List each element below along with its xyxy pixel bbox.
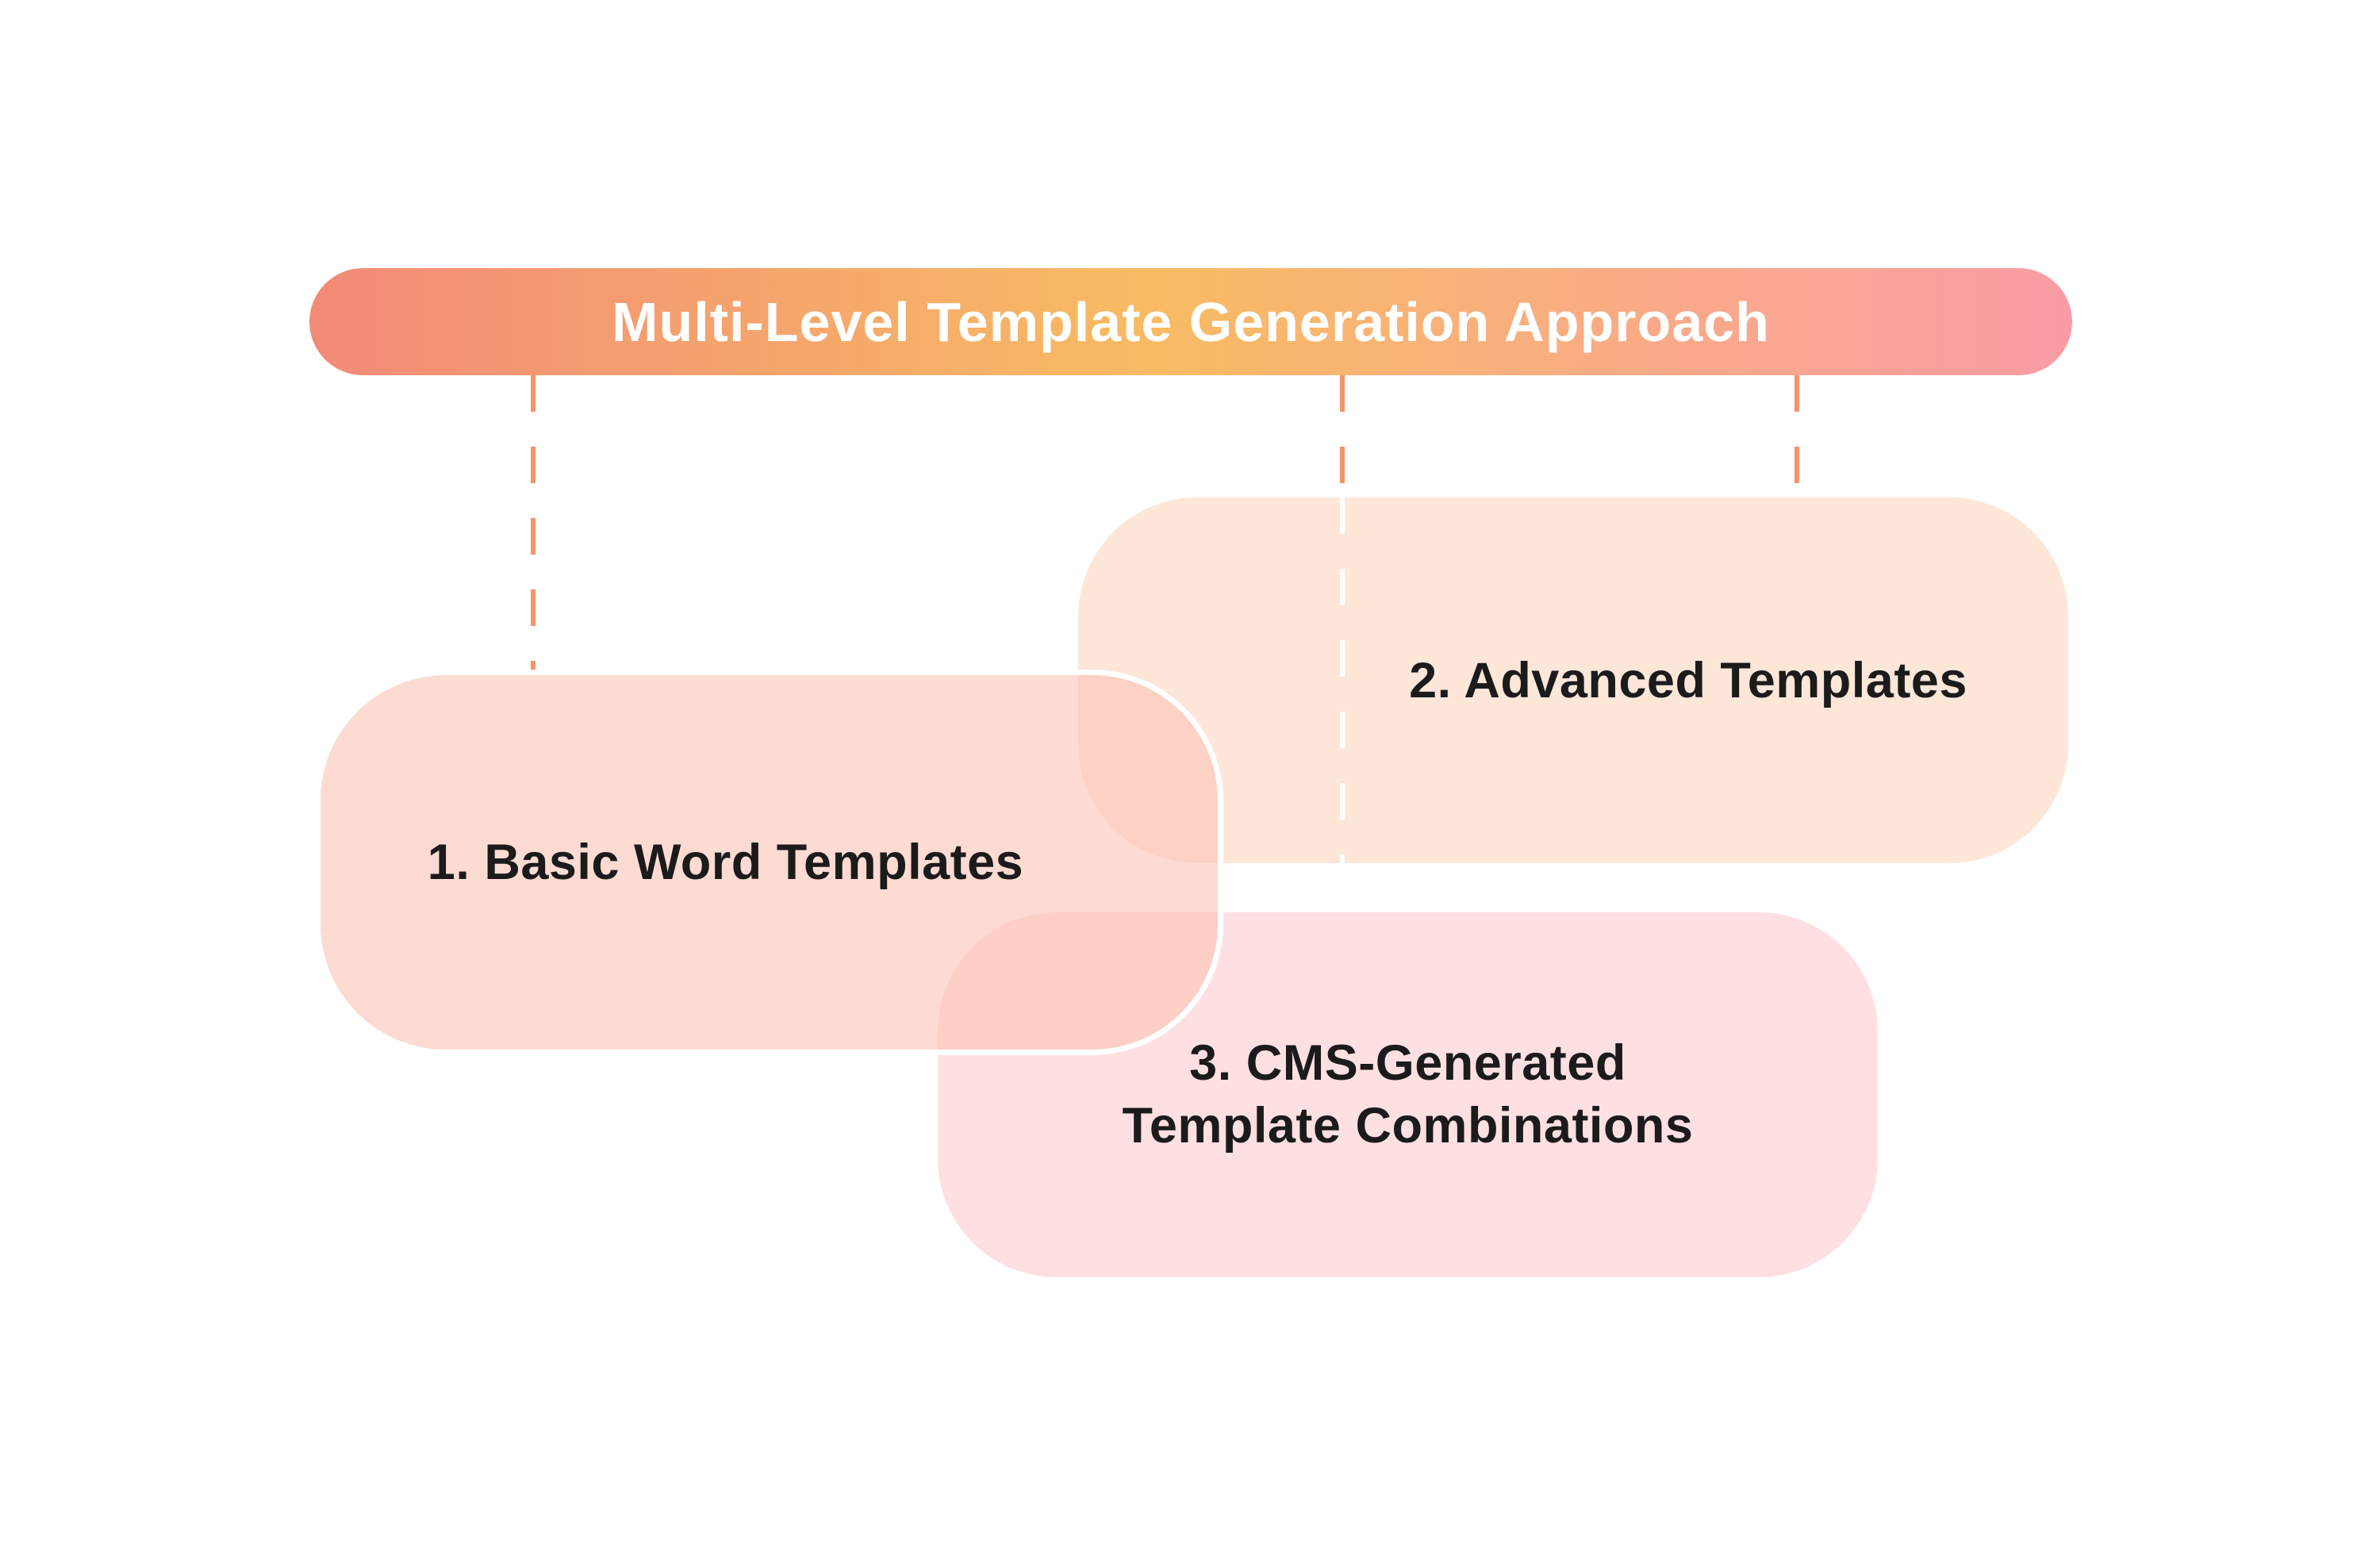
- node-basic-word-templates: 1. Basic Word Templates: [315, 670, 1223, 1055]
- node-cms-generated-combinations-label: 3. CMS-Generated Template Combinations: [1122, 1035, 1694, 1154]
- diagram-title-bar: Multi-Level Template Generation Approach: [309, 268, 2072, 375]
- node-advanced-templates-label: 2. Advanced Templates: [1409, 652, 1967, 708]
- diagram-title: Multi-Level Template Generation Approach: [612, 290, 1770, 353]
- node-advanced-templates: 2. Advanced Templates: [1078, 497, 2068, 863]
- node-basic-word-templates-label: 1. Basic Word Templates: [427, 835, 1024, 890]
